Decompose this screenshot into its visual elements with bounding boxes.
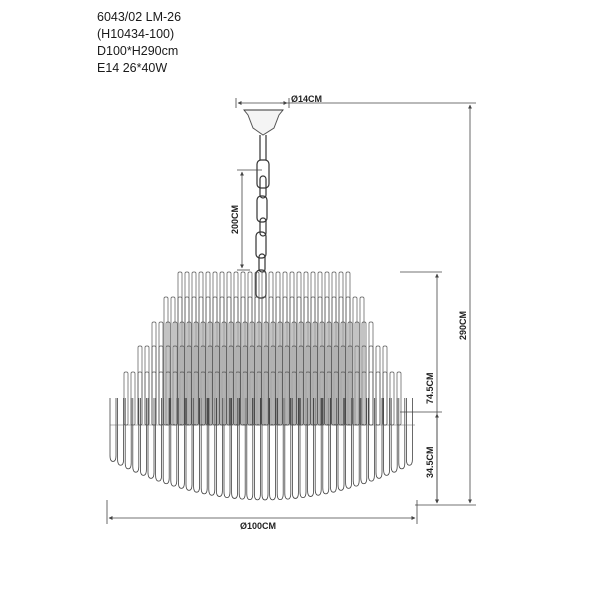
u-rod — [238, 398, 246, 500]
u-rod — [147, 398, 155, 479]
u-rod — [322, 398, 330, 495]
u-rod — [398, 398, 406, 470]
u-rod — [383, 398, 390, 476]
spec-block: 6043/02 LM-26 (H10434-100) D100*H290cm E… — [97, 9, 181, 77]
u-rod — [337, 398, 345, 491]
u-rod — [276, 398, 284, 501]
canopy — [242, 109, 285, 136]
glass-rod — [375, 371, 381, 426]
u-rod — [185, 398, 193, 491]
u-rod — [330, 398, 337, 493]
u-rod — [375, 398, 383, 479]
u-rod — [292, 398, 299, 499]
lower-height-dimension — [400, 411, 442, 504]
u-rod — [155, 398, 162, 482]
u-rod — [140, 398, 147, 476]
u-rod — [261, 398, 269, 501]
chain — [255, 135, 270, 299]
u-rod — [284, 398, 292, 500]
glass-rod — [368, 321, 374, 426]
total-height-label: 290CM — [458, 311, 468, 340]
u-rod — [269, 398, 276, 501]
glass-rod — [158, 321, 164, 426]
u-rod — [178, 398, 185, 489]
u-rod — [390, 398, 398, 473]
glass-rod — [368, 345, 374, 426]
diameter-label: Ø100CM — [240, 521, 276, 531]
u-rod — [124, 398, 132, 470]
diameter-dimension — [106, 500, 418, 524]
u-rod — [360, 398, 368, 485]
total-height-dimension — [280, 102, 476, 506]
size-spec: D100*H290cm — [97, 44, 179, 58]
u-rod — [254, 398, 261, 501]
u-rod — [368, 398, 375, 482]
u-rod — [132, 398, 140, 473]
body-height-dimension — [400, 271, 442, 504]
u-rod — [314, 398, 322, 496]
u-rod — [193, 398, 200, 493]
u-rod — [170, 398, 178, 487]
u-rod — [345, 398, 352, 489]
u-rod — [307, 398, 314, 497]
u-shaped-rods — [109, 398, 415, 501]
bulb-spec: E14 26*40W — [97, 61, 168, 75]
u-rod — [406, 398, 413, 466]
lower-height-label: 34.5CM — [425, 446, 435, 478]
u-rod — [162, 398, 170, 485]
u-rod — [231, 398, 238, 499]
u-rod — [299, 398, 307, 498]
product-code: (H10434-100) — [97, 27, 175, 41]
model-number: 6043/02 LM-26 — [97, 10, 182, 24]
u-rod — [223, 398, 231, 498]
glass-rod — [123, 371, 129, 426]
u-rod — [246, 398, 254, 501]
u-rod — [109, 398, 117, 462]
glass-rod — [375, 345, 381, 426]
glass-rod — [158, 371, 164, 426]
body-height-label: 74.5CM — [425, 372, 435, 404]
u-rod — [216, 398, 223, 497]
chain-length-label: 200CM — [230, 205, 240, 234]
u-rod — [208, 398, 216, 496]
glass-rod — [158, 345, 164, 426]
canopy-diameter-label: Ø14CM — [291, 94, 322, 104]
u-rod — [200, 398, 208, 495]
glass-rod — [368, 371, 374, 426]
glass-rod — [389, 371, 395, 426]
u-rod — [352, 398, 360, 487]
chain-dimension — [237, 169, 262, 271]
u-rod — [117, 398, 124, 466]
